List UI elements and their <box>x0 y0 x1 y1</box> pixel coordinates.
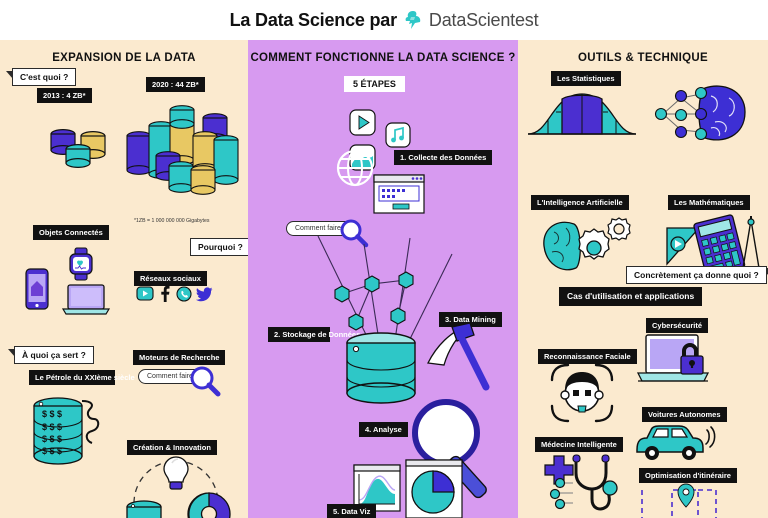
music-icon <box>385 122 411 148</box>
footnote-zettabyte: *1ZB = 1 000 000 000 Gigabytes <box>134 218 210 224</box>
label-reconnaissance-faciale: Reconnaissance Faciale <box>538 349 637 365</box>
infographic-columns: EXPANSION DE LA DATA C'est quoi ? 2013 :… <box>0 40 768 518</box>
autonomous-car-icon <box>631 422 717 464</box>
svg-text:$ $ $: $ $ $ <box>42 409 62 419</box>
datascientest-logo-icon <box>404 10 422 30</box>
map-route-pins-icon <box>636 482 724 518</box>
label-cas-utilisation: Cas d'utilisation et applications <box>559 287 703 306</box>
label-step-3: 3. Data Mining <box>439 312 502 328</box>
laptop-lock-icon <box>634 331 714 389</box>
svg-text:$ $ $: $ $ $ <box>42 434 62 444</box>
data-flow-network-icon <box>306 232 466 352</box>
pickaxe-icon <box>426 321 492 395</box>
label-step-5: 5. Data Viz <box>327 504 377 518</box>
middle-column-title: COMMENT FONCTIONNE LA DATA SCIENCE ? <box>250 52 516 64</box>
column-expansion-de-la-data: EXPANSION DE LA DATA C'est quoi ? 2013 :… <box>0 40 248 518</box>
database-stack-2020-icon <box>123 98 241 206</box>
laptop-icon <box>61 283 111 315</box>
svg-text:$ $ $: $ $ $ <box>42 446 62 456</box>
label-2013: 2013 : 4 ZB* <box>37 88 92 104</box>
bubble-cest-quoi: C'est quoi ? <box>5 68 77 86</box>
label-step-2: 2. Stockage de Données <box>268 327 360 343</box>
youtube-icon <box>136 286 154 301</box>
right-column-title: OUTILS & TECHNIQUE <box>578 52 708 64</box>
stethoscope-icon <box>542 453 622 518</box>
calculator-compass-icon <box>663 214 763 277</box>
page-title: La Data Science par <box>229 9 397 30</box>
page-header: La Data Science par DataScientest <box>0 0 768 40</box>
brain-gears-icon <box>540 216 636 278</box>
label-creation-innovation: Création & Innovation <box>127 440 217 456</box>
search-magnifier-icon-left[interactable] <box>189 365 221 397</box>
browser-window-icon <box>373 174 425 214</box>
label-step-4: 4. Analyse <box>359 422 408 438</box>
whatsapp-icon <box>176 286 192 302</box>
label-voitures-autonomes: Voitures Autonomes <box>642 407 727 423</box>
smartwatch-icon <box>68 247 94 281</box>
neural-network-brain-icon <box>653 84 749 146</box>
label-optimisation-itineraire: Optimisation d'itinéraire <box>639 468 737 484</box>
face-recognition-icon <box>548 362 616 424</box>
label-medecine-intelligente: Médecine Intelligente <box>535 437 623 453</box>
smartphone-icon <box>25 268 49 310</box>
label-objets-connectes: Objets Connectés <box>33 225 109 241</box>
bell-curve-icon <box>526 88 638 138</box>
badge-5-etapes: 5 ÉTAPES <box>344 76 405 92</box>
label-mathematiques: Les Mathématiques <box>668 195 750 211</box>
database-stack-2013-icon <box>48 125 110 173</box>
search-magnifier-icon-middle[interactable] <box>339 218 369 248</box>
bubble-a-quoi-ca-sert: À quoi ça sert ? <box>8 346 94 364</box>
pie-chart-icon <box>405 459 463 518</box>
video-play-icon <box>349 109 376 136</box>
bubble-concretement: Concrètement ça donne quoi ? <box>626 266 768 284</box>
money-database-icon: $ $ $ $ $ $ $ $ $ $ $ $ <box>30 395 106 473</box>
area-chart-icon <box>353 464 401 512</box>
label-petrole-xxi: Le Pétrole du XXIème siècle <box>29 370 135 386</box>
brand-name: DataScientest <box>428 9 539 30</box>
twitter-icon <box>195 287 213 302</box>
column-outils-technique: OUTILS & TECHNIQUE Les Statistiques <box>518 40 768 518</box>
label-cybersecurite: Cybersécurité <box>646 318 709 334</box>
facebook-icon <box>159 285 170 302</box>
svg-text:$ $ $: $ $ $ <box>42 422 62 432</box>
label-reseaux-sociaux: Réseaux sociaux <box>134 271 207 287</box>
label-les-statistiques: Les Statistiques <box>551 71 621 87</box>
innovation-cycle-icon <box>120 455 232 518</box>
label-intelligence-artificielle: L'Intelligence Artificielle <box>531 195 629 211</box>
label-moteurs-de-recherche: Moteurs de Recherche <box>133 350 226 366</box>
globe-icon <box>335 148 375 188</box>
label-2020: 2020 : 44 ZB* <box>146 77 205 93</box>
left-column-title: EXPANSION DE LA DATA <box>52 52 196 64</box>
column-comment-fonctionne: COMMENT FONCTIONNE LA DATA SCIENCE ? 5 É… <box>248 40 518 518</box>
database-cylinder-icon <box>340 332 422 408</box>
label-step-1: 1. Collecte des Données <box>394 150 493 166</box>
bubble-pourquoi: Pourquoi ? <box>190 238 248 256</box>
